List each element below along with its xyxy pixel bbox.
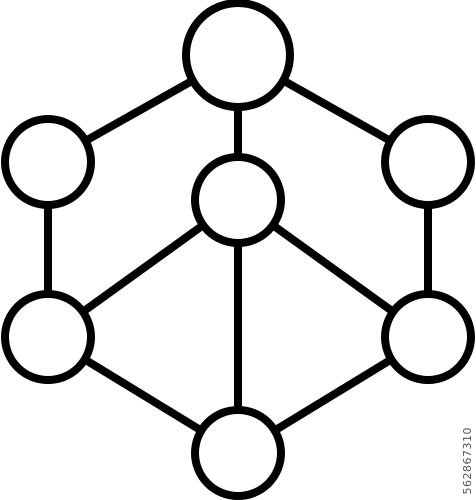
- node-lower-right: [381, 290, 475, 384]
- node-upper-left: [1, 115, 95, 209]
- node-lower-left: [1, 290, 95, 384]
- node-top: [182, 0, 294, 111]
- node-center: [191, 153, 285, 247]
- node-bottom: [191, 406, 285, 500]
- node-upper-right: [381, 115, 475, 209]
- connector-lines: [44, 51, 432, 457]
- watermark-id-text: 562867310: [461, 426, 474, 495]
